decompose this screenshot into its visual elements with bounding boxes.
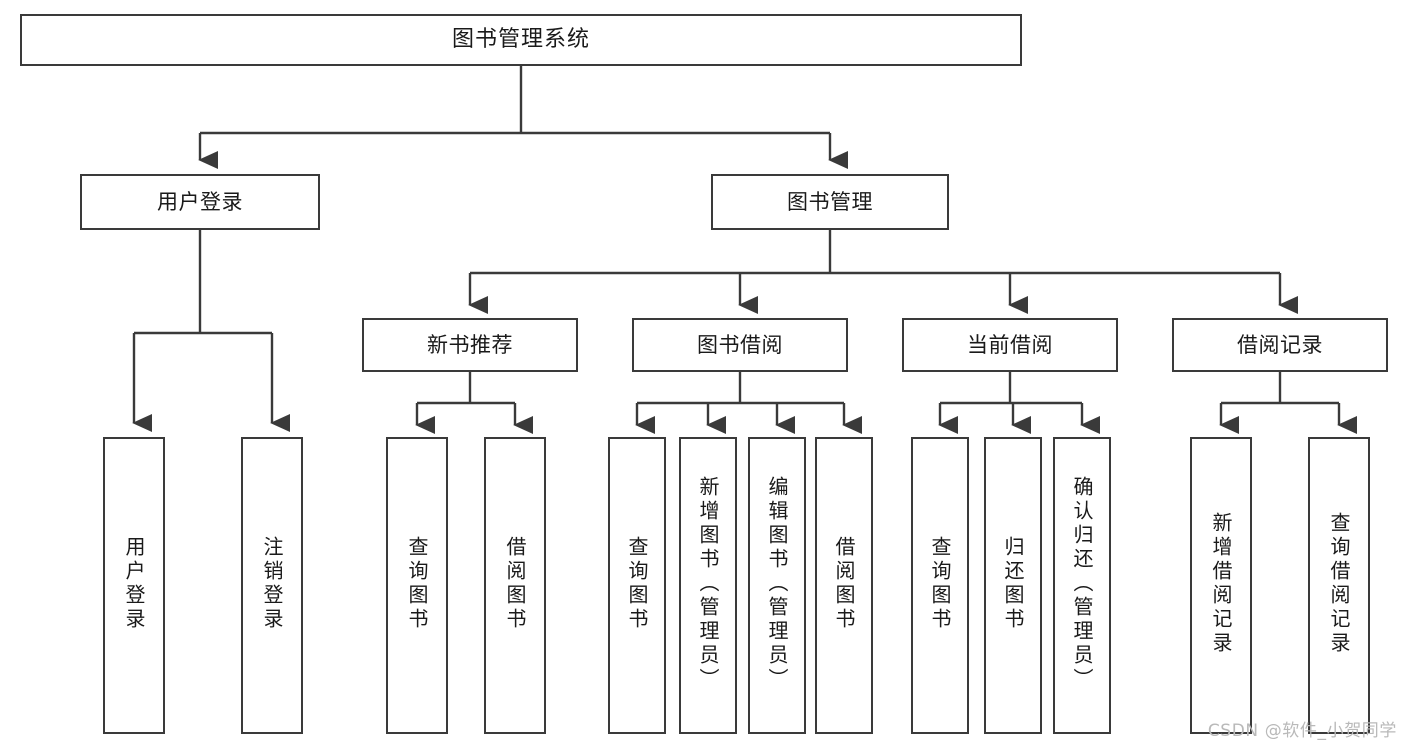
node-leaf-confirm-return[interactable]: 确认归还（管理员）: [1053, 437, 1111, 734]
node-leaf-return-book[interactable]: 归还图书: [984, 437, 1042, 734]
node-label: 归还图书: [1001, 535, 1025, 632]
node-user-login[interactable]: 用户登录: [80, 174, 320, 230]
node-label: 用户登录: [122, 535, 146, 632]
node-leaf-user-logout[interactable]: 注销登录: [241, 437, 303, 734]
node-label: 确认归还（管理员）: [1070, 475, 1094, 692]
node-leaf-query-record[interactable]: 查询借阅记录: [1308, 437, 1370, 734]
node-leaf-edit-book[interactable]: 编辑图书（管理员）: [748, 437, 806, 734]
node-label: 查询借阅记录: [1327, 511, 1351, 656]
csdn-watermark: CSDN @软件_小贺同学: [1207, 721, 1397, 741]
node-label: 新书推荐: [427, 332, 513, 357]
node-leaf-borrow-book-1[interactable]: 借阅图书: [484, 437, 546, 734]
node-label: 查询图书: [405, 535, 429, 632]
node-label: 查询图书: [625, 535, 649, 632]
node-leaf-borrow-book-2[interactable]: 借阅图书: [815, 437, 873, 734]
node-leaf-query-book-3[interactable]: 查询图书: [911, 437, 969, 734]
node-label: 新增借阅记录: [1209, 511, 1233, 656]
node-label: 查询图书: [928, 535, 952, 632]
node-label: 图书借阅: [697, 332, 783, 357]
node-label: 当前借阅: [967, 332, 1053, 357]
node-label: 借阅图书: [832, 535, 856, 632]
node-book-borrow[interactable]: 图书借阅: [632, 318, 848, 372]
node-borrow-record[interactable]: 借阅记录: [1172, 318, 1388, 372]
node-label: 用户登录: [157, 189, 243, 214]
node-leaf-query-book-1[interactable]: 查询图书: [386, 437, 448, 734]
node-new-book-rec[interactable]: 新书推荐: [362, 318, 578, 372]
node-label: 借阅图书: [503, 535, 527, 632]
node-label: 编辑图书（管理员）: [765, 475, 789, 692]
node-label: 借阅记录: [1237, 332, 1323, 357]
node-current-borrow[interactable]: 当前借阅: [902, 318, 1118, 372]
node-label: 注销登录: [260, 535, 284, 632]
node-label: 新增图书（管理员）: [696, 475, 720, 692]
node-leaf-add-record[interactable]: 新增借阅记录: [1190, 437, 1252, 734]
node-leaf-add-book[interactable]: 新增图书（管理员）: [679, 437, 737, 734]
node-root-system[interactable]: 图书管理系统: [20, 14, 1022, 66]
node-label: 图书管理: [787, 189, 873, 214]
node-leaf-user-login[interactable]: 用户登录: [103, 437, 165, 734]
node-label: 图书管理系统: [451, 27, 590, 53]
node-book-manage[interactable]: 图书管理: [711, 174, 949, 230]
node-leaf-query-book-2[interactable]: 查询图书: [608, 437, 666, 734]
